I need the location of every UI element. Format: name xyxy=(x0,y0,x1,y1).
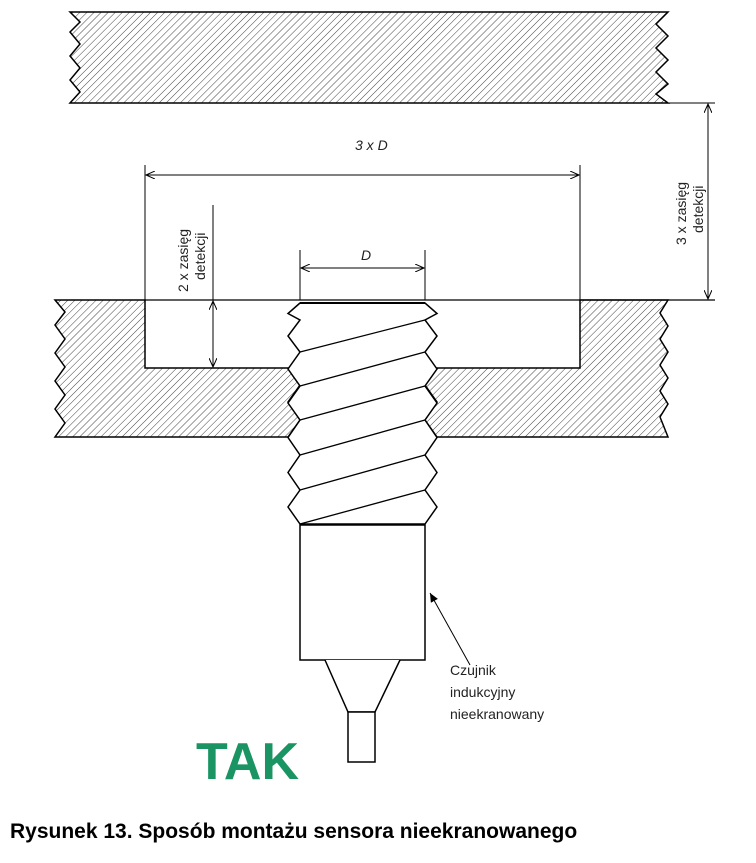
diameter-label: D xyxy=(361,247,371,263)
sensor-thread xyxy=(286,302,439,525)
sensor-label-1: Czujnik xyxy=(450,662,497,678)
sensor-cone xyxy=(324,659,401,713)
figure-caption: Rysunek 13. Sposób montażu sensora nieek… xyxy=(10,820,577,843)
side-range-label-1: 2 x zasięg xyxy=(175,229,191,292)
sensor-cable xyxy=(347,711,376,763)
top-range-label-1: 3 x zasięg xyxy=(673,182,689,245)
thread-line xyxy=(299,489,426,525)
width-label: 3 x D xyxy=(355,137,388,153)
sensor-label-3: nieekranowany xyxy=(450,706,544,722)
top-range-label-2: detekcji xyxy=(690,186,706,233)
sensor-label-2: indukcyjny xyxy=(450,684,515,700)
thread-line xyxy=(299,385,426,421)
sensor-pointer xyxy=(429,592,471,666)
thread-line xyxy=(299,419,426,456)
thread-line xyxy=(299,454,426,491)
bottom-plate xyxy=(53,299,301,438)
sensor-body xyxy=(299,524,426,661)
bottom-plate-right xyxy=(424,299,670,438)
top-plate xyxy=(68,11,671,104)
thread-line xyxy=(299,319,426,353)
thread-line xyxy=(299,351,426,387)
verdict-label: TAK xyxy=(196,733,299,791)
side-range-label-2: detekcji xyxy=(192,233,208,280)
